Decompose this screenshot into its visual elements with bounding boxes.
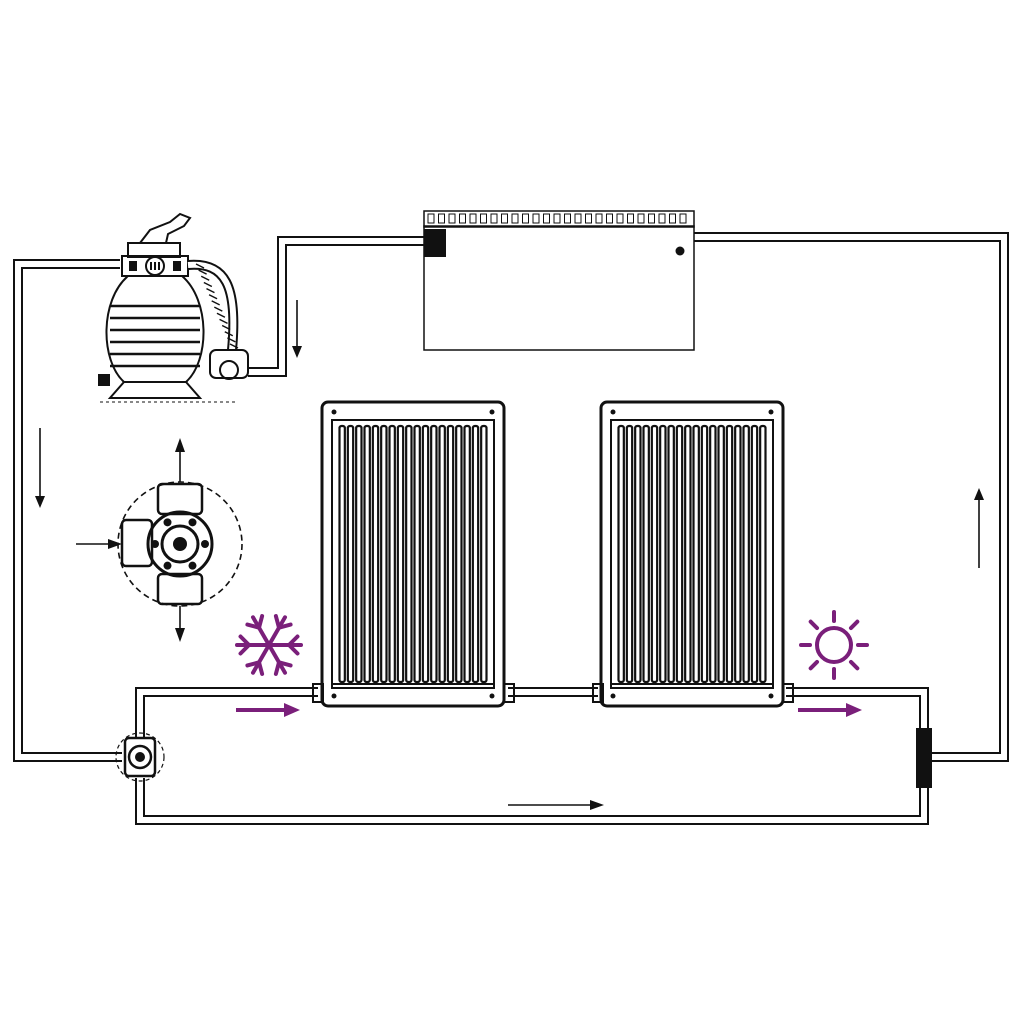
hose-ribs [195, 263, 239, 349]
tank-bands [110, 304, 200, 368]
valve-bolts [151, 518, 209, 570]
pipe-filter-to-pool [248, 236, 424, 377]
snowflake-icon [235, 614, 303, 676]
flow-arrow-up-right [974, 488, 984, 568]
hot-flow-arrow [798, 703, 862, 717]
valve-arrow-down [175, 606, 185, 642]
pool-edge-pattern [427, 213, 687, 224]
pipe-end-cap [916, 728, 932, 788]
solar-panel-2 [599, 400, 785, 708]
valve-arrow-in [76, 539, 122, 549]
flow-arrow-down-pool [292, 300, 302, 358]
bypass-valve-detail [76, 438, 243, 642]
pipe-valve-to-panels [135, 687, 318, 737]
pool-inlet [424, 229, 446, 257]
flow-arrows [35, 300, 984, 810]
pipe-bypass [135, 778, 929, 825]
pipe-network [13, 232, 1009, 825]
pool [423, 210, 695, 351]
sand-filter-pump [98, 212, 249, 403]
pool-outlet [675, 246, 685, 256]
valve-arrow-up [175, 438, 185, 482]
panel-connectors [312, 683, 794, 703]
sun-icon [799, 610, 869, 680]
bypass-valve [115, 732, 165, 782]
flow-arrow-down-left [35, 428, 45, 508]
solar-panel-1 [320, 400, 506, 708]
flow-arrow-bypass [508, 800, 604, 810]
cold-flow-arrow [236, 703, 300, 717]
